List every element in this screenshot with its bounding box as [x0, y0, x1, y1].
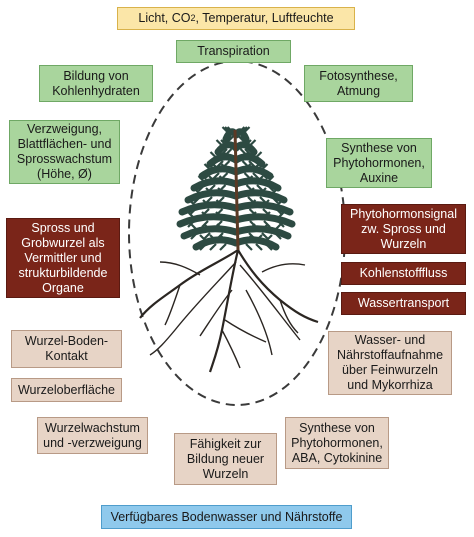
root-system: [139, 249, 319, 373]
needle-cluster: [199, 234, 207, 251]
stem: [233, 129, 240, 251]
needle-cluster: [197, 175, 206, 192]
kohlenstofffluss-box: Kohlenstofffluss: [341, 262, 466, 285]
needle-cluster: [265, 234, 273, 251]
phytohormone-auxine-box: Synthese von Phytohormonen, Auxine: [326, 138, 432, 188]
root: [139, 249, 239, 319]
phytohormonsignal-box: Phytohormonsignal zw. Spross und Wurzeln: [341, 204, 466, 254]
wurzel-boden-box: Wurzel-Boden- Kontakt: [11, 330, 122, 368]
needle-cluster: [209, 234, 217, 251]
needle-cluster: [237, 126, 246, 143]
needle-cluster: [261, 223, 269, 240]
root: [221, 329, 241, 369]
wurzeloberflaeche-box: Wurzeloberfläche: [11, 378, 122, 402]
transpiration-box: Transpiration: [176, 40, 291, 63]
root: [245, 289, 273, 356]
needle-cluster: [219, 234, 227, 251]
needle-cluster: [255, 234, 263, 251]
spross-grobwurzel-box: Spross und Grobwurzel als Vermittler und…: [6, 218, 120, 298]
neue-wurzeln-box: Fähigkeit zur Bildung neuer Wurzeln: [174, 433, 277, 485]
environment-text-sub: 2: [190, 13, 196, 24]
root: [237, 249, 319, 324]
spruce-foliage: [176, 126, 296, 251]
root: [149, 261, 237, 356]
wurzelwachstum-box: Wurzelwachstum und -verzweigung: [37, 417, 148, 454]
needle-cluster: [260, 163, 269, 180]
root: [199, 289, 233, 337]
bodenwasser-box: Verfügbares Bodenwasser und Nährstoffe: [101, 505, 352, 529]
needle-cluster: [226, 126, 235, 143]
needle-cluster: [203, 163, 212, 180]
root: [239, 264, 301, 341]
needle-cluster: [203, 223, 211, 240]
environment-text-post: , Temperatur, Luftfeuchte: [195, 11, 334, 25]
needle-cluster: [245, 234, 253, 251]
aba-cytokinine-box: Synthese von Phytohormonen, ABA, Cytokin…: [285, 417, 389, 469]
kohlenhydrate-box: Bildung von Kohlenhydraten: [39, 65, 153, 102]
wasseraufnahme-box: Wasser- und Nährstoffaufnahme über Feinw…: [328, 331, 452, 395]
needle-cluster: [190, 223, 198, 240]
root: [279, 299, 299, 334]
needle-cluster: [271, 187, 279, 204]
root: [159, 261, 201, 276]
needle-cluster: [274, 223, 282, 240]
wassertransport-box: Wassertransport: [341, 292, 466, 315]
needle-cluster: [266, 175, 275, 192]
fotosynthese-box: Fotosynthese, Atmung: [304, 65, 413, 102]
root: [164, 284, 181, 326]
needle-cluster: [193, 187, 201, 204]
environment-text-pre: Licht, CO: [138, 11, 191, 25]
verzweigung-box: Verzweigung, Blattflächen- und Sprosswac…: [9, 120, 120, 184]
root: [224, 319, 267, 343]
root: [261, 263, 306, 273]
root: [208, 249, 240, 373]
